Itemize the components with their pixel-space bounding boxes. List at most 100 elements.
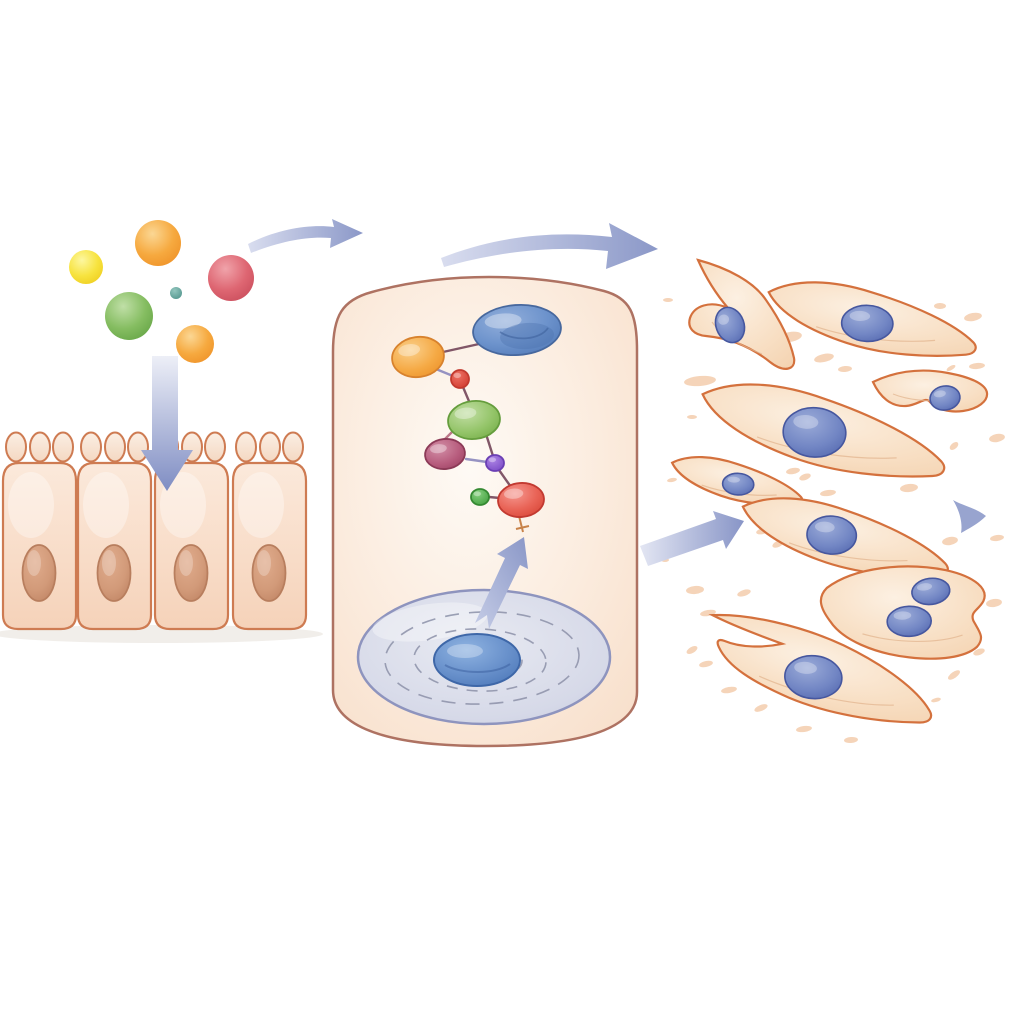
matrix-speck	[964, 312, 982, 322]
matrix-speck	[844, 736, 858, 744]
nucleus-sheen	[718, 314, 730, 325]
nucleolus	[433, 633, 521, 687]
cascade-link	[464, 457, 489, 464]
nucleus-sheen	[257, 550, 271, 576]
nucleus-sheen	[27, 550, 41, 576]
matrix-speck	[946, 364, 956, 372]
nucleolus-sheen	[447, 644, 483, 658]
ligand-red	[208, 255, 254, 301]
fibroblast-nucleus	[783, 653, 844, 701]
fibroblast-nucleus	[806, 514, 858, 555]
blue-node-inner-shade	[500, 322, 554, 350]
cascade-node-red-small	[450, 369, 470, 389]
matrix-speck	[663, 298, 673, 302]
matrix-speck	[737, 589, 751, 597]
epithelial-nucleus	[251, 544, 287, 602]
matrix-speck	[900, 483, 918, 493]
flow-arrows	[141, 219, 986, 566]
matrix-speck	[686, 646, 698, 654]
node-sheen	[484, 313, 522, 329]
fibroblast-4	[694, 375, 952, 486]
matrix-speck	[799, 473, 811, 481]
microvillus-knob	[52, 431, 74, 463]
node-sheen	[454, 407, 477, 420]
fibroblast-nucleus	[910, 576, 951, 606]
cascade-tail-tick	[515, 525, 530, 530]
microvillus-knob	[104, 431, 126, 463]
epithelium-shadow	[0, 625, 323, 643]
nucleus-sheen	[102, 550, 116, 576]
matrix-speck	[989, 433, 1005, 443]
cell-sheen	[160, 472, 206, 538]
matrix-speck	[686, 585, 704, 595]
arrow-ligands-to-cell	[248, 219, 363, 253]
fibroblast-2	[763, 276, 981, 363]
ligand-teal-small	[170, 287, 182, 299]
cascade-node-green	[447, 400, 501, 440]
epithelial-nucleus	[173, 544, 209, 602]
matrix-speck	[684, 375, 716, 387]
epithelial-cell	[1, 431, 78, 631]
nucleus-sheen	[793, 414, 819, 429]
cascade-link	[497, 468, 513, 489]
cascade-node-green-small	[470, 488, 490, 506]
nucleus-sheen	[814, 521, 835, 533]
matrix-speck	[754, 704, 768, 712]
matrix-speck	[814, 353, 834, 363]
fibroblast-7	[818, 562, 986, 662]
matrix-speck	[931, 697, 941, 703]
epithelial-cell	[76, 431, 153, 631]
nucleus-sheen	[372, 602, 488, 642]
microvillus-knob	[282, 431, 304, 463]
node-sheen	[503, 488, 524, 499]
fibroblast-field	[661, 260, 1005, 744]
node-sheen	[398, 344, 421, 357]
matrix-speck	[942, 536, 958, 546]
cascade-node-blue	[472, 303, 562, 357]
arrow-nucleus-up	[475, 537, 528, 629]
matrix-speck	[949, 442, 959, 450]
fibroblast-3	[873, 371, 987, 412]
matrix-speck	[838, 365, 852, 373]
nucleus-sheen	[933, 390, 946, 398]
ligand-orange-large	[135, 220, 181, 266]
fibroblast-body	[873, 371, 987, 412]
chromatin-ring	[413, 628, 547, 692]
flow-arrowhead-glyph	[953, 500, 986, 533]
matrix-speck	[990, 534, 1004, 542]
fibroblast-nucleus	[841, 304, 894, 342]
arrow-cell-to-fibroblasts	[441, 223, 658, 269]
nucleus-sheen	[916, 583, 933, 591]
fibroblast-nucleus	[781, 406, 847, 460]
ligand-cluster	[69, 220, 254, 363]
microvillus-knob	[204, 431, 226, 463]
arrow-ligands-down	[141, 356, 193, 491]
matrix-speck	[820, 489, 836, 497]
microvillus-knob	[235, 431, 257, 463]
matrix-speck	[699, 660, 713, 668]
matrix-speck	[948, 670, 960, 680]
ligand-green	[105, 292, 153, 340]
fibroblast-1	[689, 260, 794, 369]
fibroblast-nucleus	[887, 606, 932, 638]
node-sheen	[430, 444, 447, 454]
microvillus-knob	[80, 431, 102, 463]
matrix-speck	[721, 686, 737, 694]
signaling-cell	[331, 275, 639, 748]
cell-sheen	[83, 472, 129, 538]
matrix-speck	[786, 467, 800, 475]
ligand-orange-small	[176, 325, 214, 363]
nucleus-sheen	[794, 661, 817, 674]
matrix-speck	[796, 725, 812, 733]
cascade-link	[484, 432, 495, 458]
cascade-node-orange	[391, 335, 445, 379]
node-sheen	[453, 372, 462, 379]
matrix-speck	[934, 303, 946, 309]
cascade-node-purple-small	[485, 454, 505, 472]
nucleolus-swirl	[444, 663, 511, 673]
cascade-tail-line	[518, 515, 524, 533]
nucleus-sheen	[893, 611, 912, 620]
nucleus-sheen	[727, 476, 740, 483]
fibroblast-6	[736, 490, 955, 584]
